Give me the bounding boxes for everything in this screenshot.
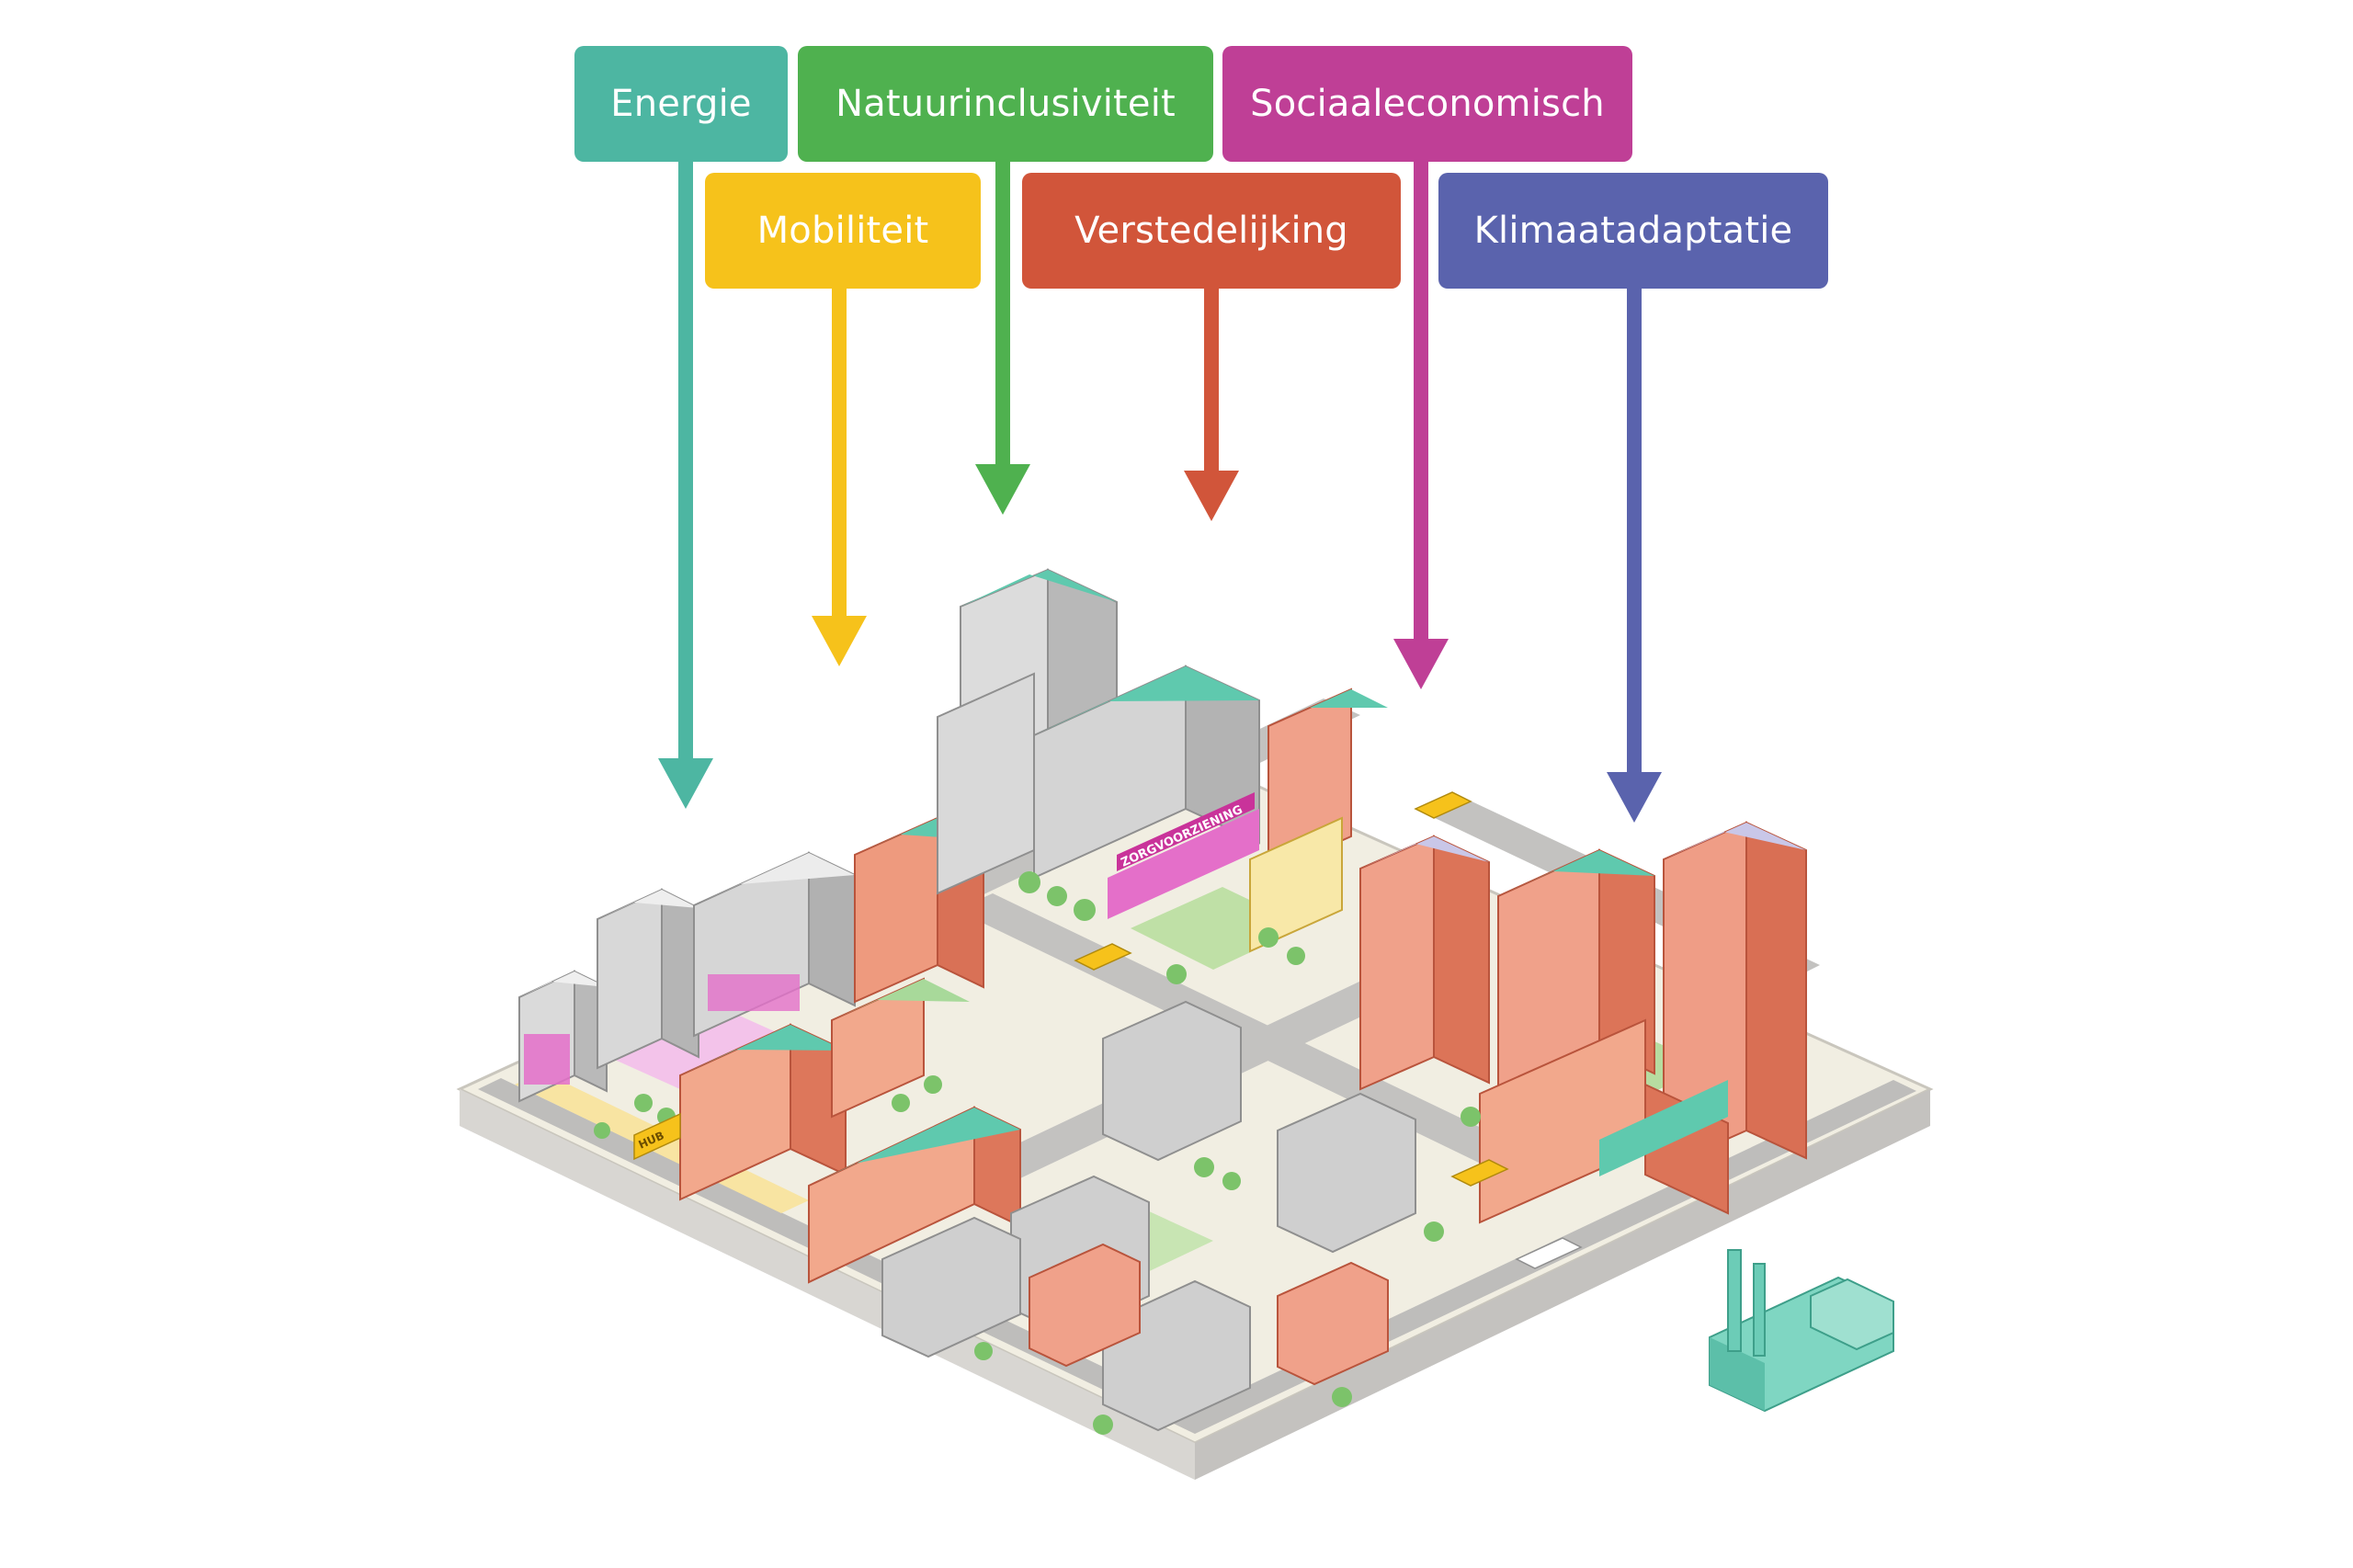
brick-cluster-right [1359,821,1807,1224]
label-energie: Energie [574,46,788,162]
label-natuurinclusiviteit-text: Natuurinclusiviteit [835,83,1176,125]
label-mobiliteit-text: Mobiliteit [756,210,929,252]
label-klimaatadaptatie: Klimaatadaptatie [1438,173,1828,289]
arrow-mobiliteit [812,285,867,666]
base-slab-right-side [1195,1089,1930,1480]
power-plant [1709,1249,1894,1413]
tower-cluster-back [937,568,1388,953]
arrow-verstedelijking [1184,285,1239,521]
left-cluster [518,851,856,1103]
vehicles [1074,791,1583,1269]
arrow-energie [658,158,713,809]
label-energie-text: Energie [610,83,752,125]
base-slab-left-side [460,1089,1195,1480]
label-mobiliteit: Mobiliteit [705,173,981,289]
brick-cluster-left [679,816,1021,1284]
arrow-natuurinclusiviteit [975,158,1030,515]
label-klimaatadaptatie-text: Klimaatadaptatie [1473,210,1793,252]
row-houses-center [881,1000,1416,1432]
trees [594,871,1481,1435]
arrow-klimaatadaptatie [1607,285,1662,823]
label-verstedelijking: Verstedelijking [1022,173,1401,289]
arrow-sociaaleconomisch [1393,158,1449,689]
label-sociaaleconomisch-text: Sociaaleconomisch [1250,83,1605,125]
label-sociaaleconomisch: Sociaaleconomisch [1222,46,1632,162]
label-natuurinclusiviteit: Natuurinclusiviteit [798,46,1213,162]
label-verstedelijking-text: Verstedelijking [1074,210,1348,252]
